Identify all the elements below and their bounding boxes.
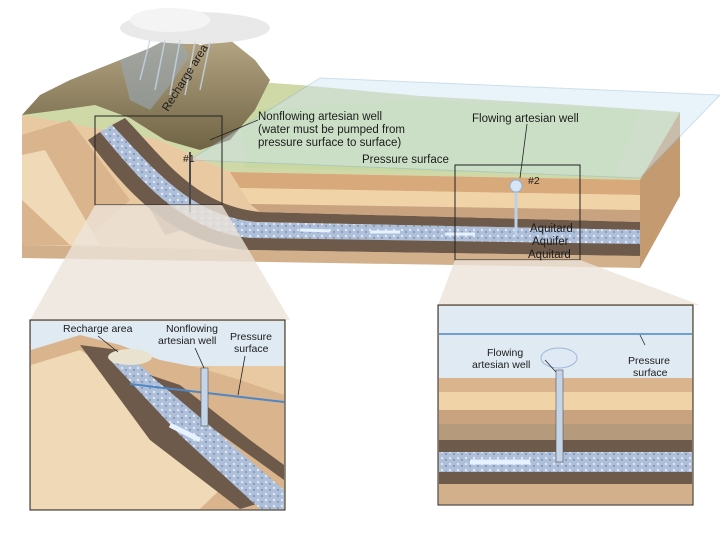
inset-right-well-line1: Flowing [487,347,523,359]
nonflowing-label-line2: (water must be pumped from [258,124,405,136]
inset-left-pressure-line1: Pressure [230,331,272,343]
well-2-label: #2 [528,175,540,187]
aquitard-lower-label: Aquitard [528,249,571,261]
well-1-label: #1 [183,153,195,165]
fountain-2 [510,180,522,192]
inset-left-well [201,368,208,426]
inset-right [438,305,693,505]
cloud-puff [130,8,210,32]
nonflowing-label-line3: pressure surface to surface) [258,137,401,149]
inset-right-fountain [541,348,577,368]
inset-right-well [556,370,563,462]
inset-left-recharge-label: Recharge area [63,323,133,335]
flow-arrow-1 [300,230,330,231]
inset-left-pressure-line2: surface [234,343,269,355]
inset-left-well-line2: artesian well [158,335,216,347]
aquitard-upper-label: Aquitard [530,223,573,235]
inset-right-pressure-line2: surface [633,367,668,379]
inset-left-well-line1: Nonflowing [166,323,218,335]
flowing-well-label: Flowing artesian well [472,113,579,125]
inset-right-pressure-line1: Pressure [628,355,670,367]
aquifer-label: Aquifer [532,236,569,248]
inset-right-well-line2: artesian well [472,359,530,371]
nonflowing-label-line1: Nonflowing artesian well [258,111,382,123]
connector-right [438,260,700,305]
pressure-surface-label: Pressure surface [362,154,449,166]
